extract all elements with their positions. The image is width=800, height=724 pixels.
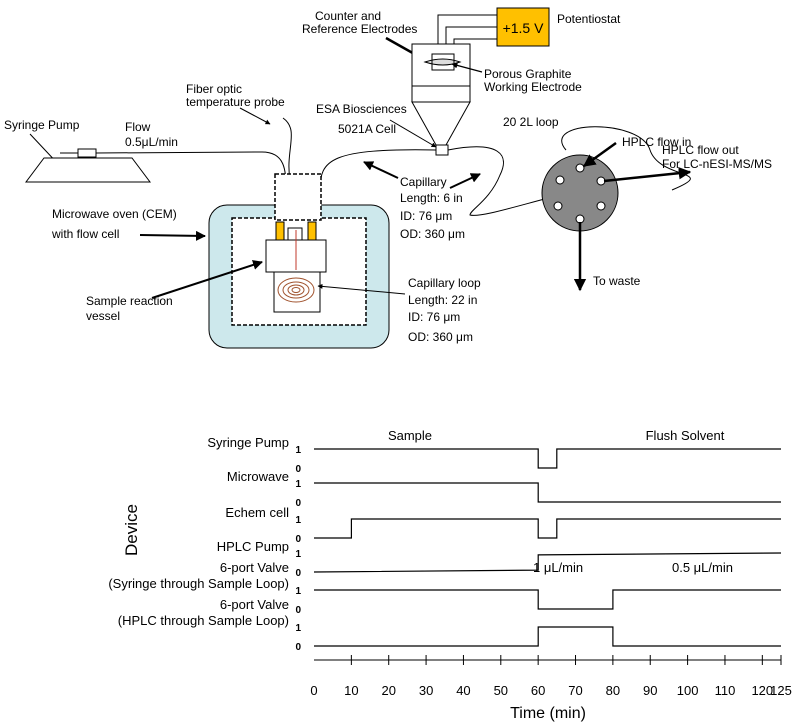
tick-label: 125 — [770, 683, 792, 698]
flow-annotation-1: 1 μL/min — [533, 560, 583, 575]
tick-label: 90 — [643, 683, 657, 698]
hplc-flow-in-label: HPLC flow in — [622, 135, 691, 149]
working-electrode-label-1: Porous Graphite — [484, 67, 572, 81]
counter-ref-label-2: Reference Electrodes — [302, 22, 417, 36]
microwave-label-1: Microwave oven (CEM) — [52, 207, 177, 221]
signal-trace-3 — [314, 518, 781, 539]
potentiostat-box — [496, 7, 550, 47]
level-one-label: 1 — [295, 623, 301, 634]
hplc-flow-in-arrow — [582, 141, 617, 168]
capillary-label-2: Length: 6 in — [400, 191, 463, 205]
tick-label: 50 — [494, 683, 508, 698]
fiber-optic-label-1: Fiber optic — [186, 82, 242, 96]
capillary-arrow-left — [363, 161, 399, 179]
series-label-4: HPLC Pump — [217, 539, 289, 554]
hplc-flow-out-arrow — [603, 166, 692, 183]
level-one-label: 1 — [295, 515, 301, 526]
microwave-label-2: with flow cell — [51, 227, 119, 241]
sample-vessel-label-1: Sample reaction — [86, 294, 173, 308]
working-electrode-arrow — [451, 62, 483, 73]
level-zero-label: 0 — [295, 534, 301, 545]
valve-ports — [553, 163, 606, 224]
level-zero-label: 0 — [295, 642, 301, 653]
syringe-pump — [25, 157, 151, 183]
capillary-arrow-right — [449, 173, 481, 189]
series-label-3: Echem cell — [225, 505, 289, 520]
x-axis-label: Time (min) — [510, 705, 586, 722]
tick-label: 110 — [715, 683, 736, 698]
potentiostat-voltage: +1.5 V — [503, 20, 545, 36]
tick-label: 10 — [344, 683, 358, 698]
level-zero-label: 0 — [295, 498, 301, 509]
capillary-loop-label-4: OD: 360 μm — [408, 330, 473, 344]
working-electrode-label-2: Working Electrode — [484, 80, 582, 94]
hplc-flow-out-label-2: For LC-nESI-MS/MS — [662, 157, 772, 171]
esa-cell — [411, 43, 471, 156]
capillary-loop-label-2: Length: 22 in — [408, 293, 477, 307]
capillary-loop-label-1: Capillary loop — [408, 276, 481, 290]
tick-label: 60 — [531, 683, 545, 698]
potentiostat-label: Potentiostat — [557, 12, 621, 26]
flow-annotation-2: 0.5 μL/min — [672, 560, 733, 575]
capillary-label-1: Capillary — [400, 175, 447, 189]
sample-vessel-arrow — [151, 260, 263, 299]
tick-label: 70 — [568, 683, 582, 698]
sample-vessel-label-2: vessel — [86, 309, 120, 323]
signal-trace-4 — [313, 552, 782, 573]
tick-label: 40 — [456, 683, 470, 698]
series-label-6-line2: (HPLC through Sample Loop) — [118, 613, 289, 628]
tick-label: 120 — [751, 683, 773, 698]
series-label-5-line2: (Syringe through Sample Loop) — [108, 576, 289, 591]
tick-label: 30 — [419, 683, 433, 698]
tick-label: 0 — [310, 683, 317, 698]
esa-label-1: ESA Biosciences — [316, 102, 407, 116]
microwave-arrow — [139, 230, 206, 241]
capillary-label-4: OD: 360 μm — [400, 227, 465, 241]
series-label-2: Microwave — [227, 469, 289, 484]
loop-label: 20 2L loop — [503, 115, 559, 129]
region-label-sample: Sample — [388, 428, 432, 443]
counter-ref-label-1: Counter and — [315, 9, 381, 23]
fiber-optic-label-2: temperature probe — [186, 95, 285, 109]
hplc-flow-out-label-1: HPLC flow out — [662, 143, 739, 157]
level-one-label: 1 — [295, 445, 301, 456]
capillary-loop-label-3: ID: 76 μm — [408, 310, 460, 324]
level-zero-label: 0 — [295, 464, 301, 475]
signal-trace-6 — [314, 626, 781, 647]
capillary-loop-coil — [277, 277, 315, 303]
sample-vessel — [265, 221, 327, 313]
capillary-loop-arrow — [317, 283, 406, 295]
series-label-1: Syringe Pump — [207, 435, 289, 450]
flow-label-1: Flow — [125, 120, 151, 134]
level-one-label: 1 — [295, 586, 301, 597]
esa-label-2: 5021A Cell — [338, 122, 396, 136]
syringe-body — [77, 148, 97, 158]
apparatus-diagram: +1.5 V Potentiostat Counter and Referenc… — [4, 7, 772, 349]
device-axis-label: Device — [122, 504, 141, 556]
signal-trace-1 — [314, 448, 781, 469]
level-zero-label: 0 — [295, 605, 301, 616]
tick-label: 80 — [606, 683, 620, 698]
fiber-optic-arrow — [239, 107, 271, 125]
tick-label: 100 — [677, 683, 699, 698]
timing-chart: Sample Flush Solvent Device Syringe Pump… — [108, 428, 792, 722]
signal-trace-5 — [314, 589, 781, 610]
capillary-label-3: ID: 76 μm — [400, 209, 452, 223]
tick-label: 20 — [381, 683, 395, 698]
signal-trace-2 — [314, 482, 781, 503]
series-label-5-line1: 6-port Valve — [220, 560, 289, 575]
flow-label-2: 0.5μL/min — [125, 135, 178, 149]
level-one-label: 1 — [295, 549, 301, 560]
syringe-pump-label: Syringe Pump — [4, 118, 80, 132]
esa-arrow — [389, 119, 437, 148]
region-label-flush: Flush Solvent — [646, 428, 725, 443]
flow-cell-neck — [274, 173, 322, 221]
to-waste-label: To waste — [593, 274, 641, 288]
level-one-label: 1 — [295, 479, 301, 490]
level-zero-label: 0 — [295, 568, 301, 579]
series-label-6-line1: 6-port Valve — [220, 597, 289, 612]
